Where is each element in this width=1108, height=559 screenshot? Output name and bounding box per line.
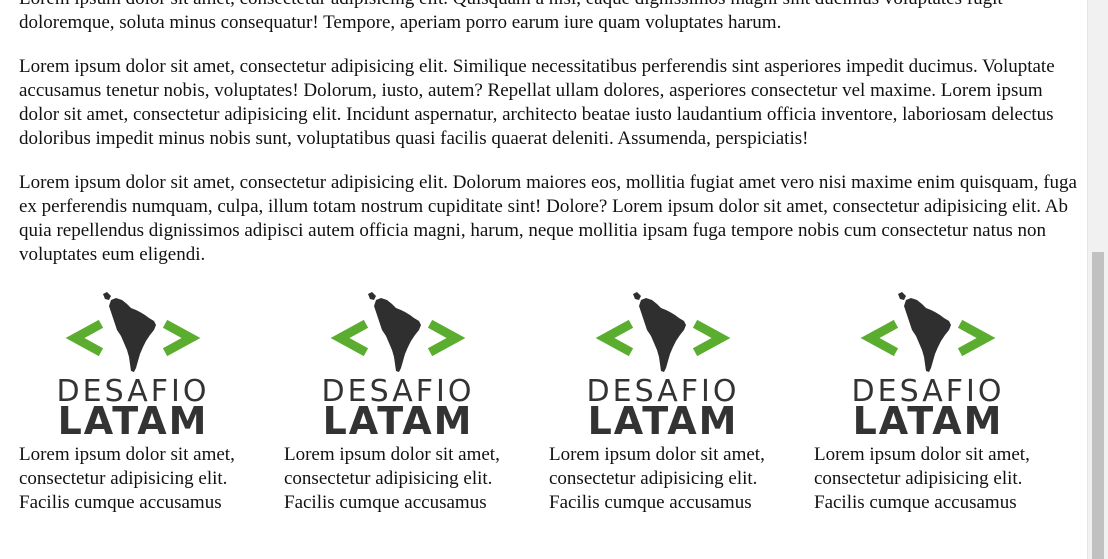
svg-text:LATAM: LATAM: [58, 399, 209, 438]
card: DESAFIO LATAM Lorem ipsum dolor sit amet…: [19, 288, 284, 515]
desafio-latam-logo: DESAFIO LATAM: [852, 288, 1005, 438]
desafio-latam-logo: DESAFIO LATAM: [322, 288, 475, 438]
scrollbar-thumb[interactable]: [1092, 252, 1104, 559]
card: DESAFIO LATAM Lorem ipsum dolor sit amet…: [284, 288, 549, 515]
card-text: Lorem ipsum dolor sit amet, consectetur …: [284, 444, 500, 513]
svg-text:LATAM: LATAM: [853, 399, 1004, 438]
vertical-scrollbar[interactable]: [1087, 0, 1108, 559]
paragraph-3: Lorem ipsum dolor sit amet, consectetur …: [19, 172, 1077, 265]
paragraph-2: Lorem ipsum dolor sit amet, consectetur …: [19, 56, 1055, 149]
card: DESAFIO LATAM Lorem ipsum dolor sit amet…: [549, 288, 814, 515]
card-text: Lorem ipsum dolor sit amet, consectetur …: [549, 444, 765, 513]
paragraph-1: Lorem ipsum dolor sit amet, consectetur …: [19, 0, 1003, 33]
desafio-latam-logo: DESAFIO LATAM: [57, 288, 210, 438]
card-text: Lorem ipsum dolor sit amet, consectetur …: [814, 444, 1030, 513]
svg-text:DESAFIO: DESAFIO: [322, 374, 475, 409]
svg-text:DESAFIO: DESAFIO: [57, 374, 210, 409]
article-content: Lorem ipsum dolor sit amet, consectetur …: [19, 0, 1079, 515]
svg-text:DESAFIO: DESAFIO: [852, 374, 1005, 409]
card-text: Lorem ipsum dolor sit amet, consectetur …: [19, 444, 235, 513]
desafio-latam-logo: DESAFIO LATAM: [587, 288, 740, 438]
svg-text:LATAM: LATAM: [588, 399, 739, 438]
card: DESAFIO LATAM Lorem ipsum dolor sit amet…: [814, 288, 1079, 515]
svg-text:LATAM: LATAM: [323, 399, 474, 438]
svg-text:DESAFIO: DESAFIO: [587, 374, 740, 409]
card-grid: DESAFIO LATAM Lorem ipsum dolor sit amet…: [19, 288, 1079, 515]
